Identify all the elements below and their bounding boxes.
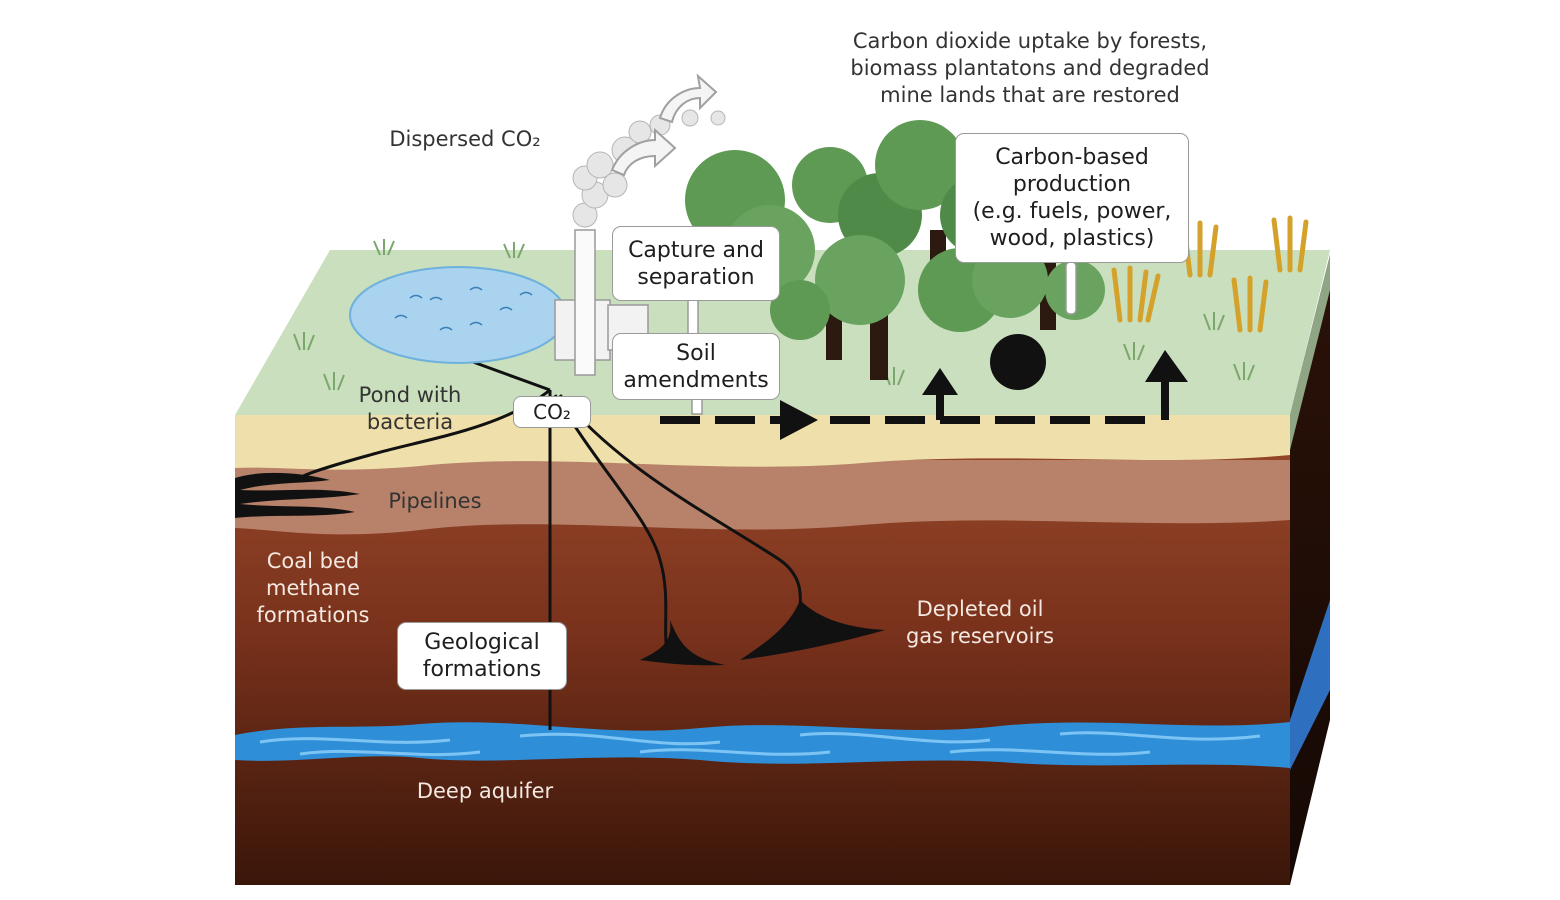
geological-formations-box: Geological formations [397, 622, 567, 690]
soil-amendments-box: Soil amendments [612, 333, 780, 400]
pipelines-label: Pipelines [388, 489, 482, 513]
dispersal-arrow-2 [658, 73, 718, 124]
pond [349, 266, 567, 364]
deep-aquifer-label: Deep aquifer [416, 779, 554, 803]
smoke-plume [572, 109, 726, 228]
co2-box: CO₂ [513, 396, 591, 428]
arrow-head-1 [780, 400, 818, 440]
aquifer-layer [235, 722, 1290, 768]
dispersal-arrow-1 [610, 127, 677, 177]
carbon-based-production-box: Carbon-based production (e.g. fuels, pow… [955, 133, 1189, 263]
uptake-label: Carbon dioxide uptake by forests, biomas… [850, 29, 1210, 107]
pipeline-shape [235, 472, 360, 518]
dispersed-co2-label: Dispersed CO₂ [389, 127, 541, 151]
coal-bed-label: Coal bed methane formations [256, 549, 370, 627]
pond-ripples [394, 286, 533, 331]
sand-layer [235, 415, 1290, 470]
reservoir-left [640, 620, 725, 666]
depleted-reservoirs-label: Depleted oil gas reservoirs [905, 597, 1055, 648]
capture-separation-box: Capture and separation [612, 226, 780, 301]
side-grass [1290, 255, 1330, 450]
pond-label: Pond with bacteria [358, 383, 462, 434]
clay-layer [235, 460, 1290, 535]
arrow-head-3 [1145, 350, 1188, 382]
reservoir-right [740, 600, 885, 660]
arrow-head-2 [922, 368, 958, 395]
aquifer-ripples [259, 731, 1261, 757]
side-aquifer [1290, 600, 1330, 770]
callout-stems [687, 261, 1077, 415]
